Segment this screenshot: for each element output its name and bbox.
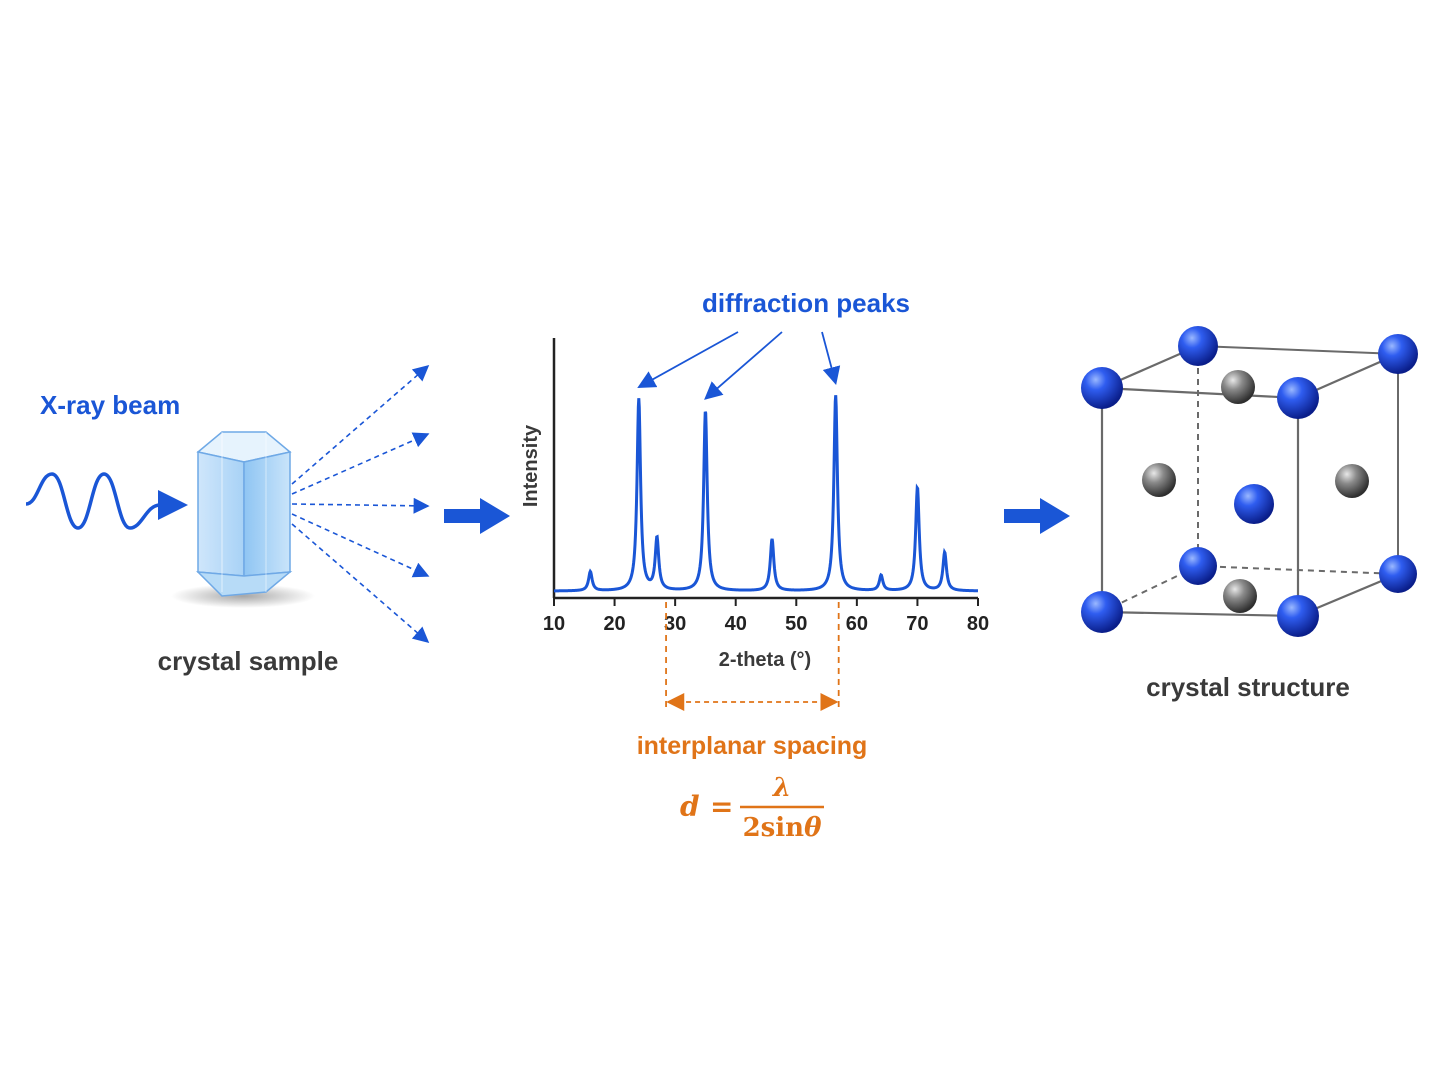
x-tick-label: 80 [967,613,989,635]
peak-pointer [637,331,739,388]
xray-beam-label: X-ray beam [40,390,180,420]
formula-equals: = [710,790,733,823]
peak-pointer [821,331,841,386]
blue-atom [1234,484,1274,524]
blue-atom [1081,591,1123,633]
flow-arrow-2 [1004,498,1070,534]
xray-section: X-ray beam crystal sample [25,364,430,676]
diffracted-rays [291,364,430,644]
peak-point [703,409,707,413]
peak-point [655,537,659,541]
peak-point [770,537,774,541]
crystal-sample-label: crystal sample [158,646,339,676]
blue-atom [1277,595,1319,637]
gray-atom [1142,463,1176,497]
gray-atom [1223,579,1257,613]
spacing-annotation [665,602,840,712]
formula-numerator: λ [772,773,791,803]
peak-pointer [704,331,783,400]
crystal-structure-label: crystal structure [1146,672,1350,702]
crystal-structure: crystal structure [1081,326,1418,702]
formula-lhs: d [680,790,700,823]
bragg-formula: d = λ 2sinθ [680,773,824,843]
flow-arrow-1 [444,498,510,534]
peak-point [879,574,883,578]
interplanar-spacing-label: interplanar spacing [637,732,868,760]
blue-atom [1277,377,1319,419]
x-tick-label: 50 [785,613,807,635]
formula-denominator-num: 2 [743,813,761,843]
xray-wave [25,472,161,530]
x-tick-label: 70 [906,613,928,635]
x-tick-label: 40 [725,613,747,635]
peak-point [915,485,919,489]
blue-atom [1378,334,1418,374]
diffraction-pattern-line [553,395,979,593]
x-tick-label: 60 [846,613,868,635]
xray-arrowhead [158,490,188,520]
gray-atom [1335,464,1369,498]
blue-atom [1081,367,1123,409]
blue-atom [1379,555,1417,593]
x-axis-label: 2-theta (°) [719,649,811,671]
peak-point [588,570,592,574]
crystal-icon [171,431,315,608]
peak-point [834,393,838,397]
peak-pointer-arrows [637,331,841,400]
blue-atom [1178,326,1218,366]
gray-atom [1221,370,1255,404]
blue-atom [1179,547,1217,585]
y-axis-label: Intensity [520,424,542,507]
formula-denominator: 2sinθ [743,813,823,843]
x-ticks: 10 20 30 40 50 60 70 80 [543,598,989,635]
peak-point [943,551,947,555]
formula-denominator-fn: sin [761,813,805,843]
x-tick-label: 10 [543,613,565,635]
formula-denominator-var: θ [804,813,822,843]
peak-point [637,397,641,401]
x-tick-label: 30 [664,613,686,635]
diffraction-peaks-label: diffraction peaks [702,288,910,318]
x-tick-label: 20 [603,613,625,635]
diffraction-chart: diffraction peaks Intensity 10 20 30 40 50 60… [520,288,989,843]
